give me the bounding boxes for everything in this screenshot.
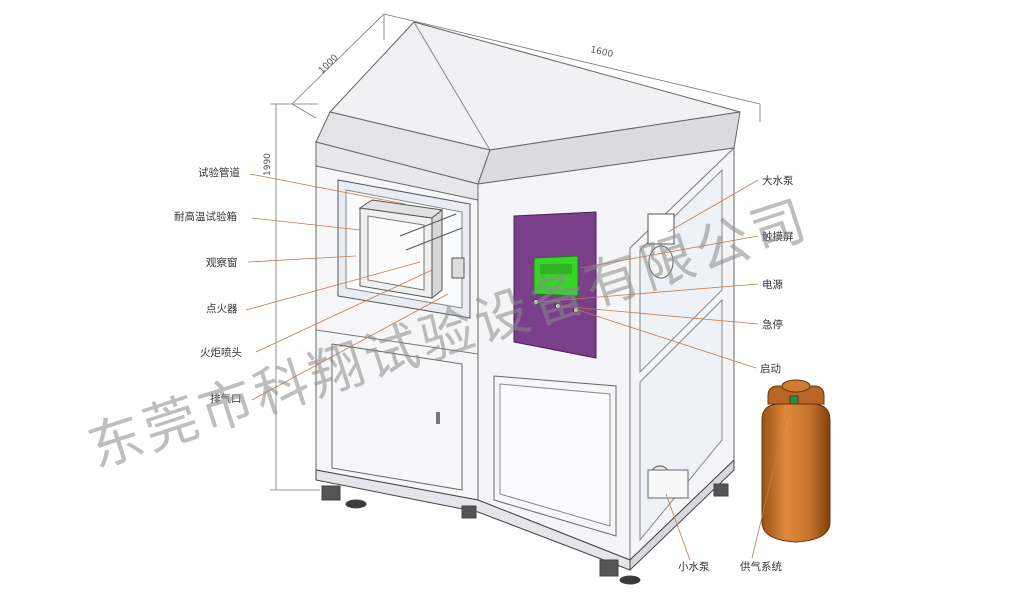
- leader-lines: [245, 173, 789, 561]
- gas-cylinder: [761, 379, 831, 543]
- label-big-pump: 大水泵: [762, 174, 794, 187]
- dim-height: 1990: [263, 153, 273, 176]
- dimension-lines: [270, 13, 761, 491]
- label-estop: 急停: [762, 318, 783, 331]
- label-heat-box: 耐高温试验箱: [174, 210, 237, 223]
- big-pump: [647, 213, 675, 245]
- callout-labels: 试验管道 耐高温试验箱 观察窗 点火器 火炬喷头 排气口 大水泵 触摸屏 电源 …: [174, 166, 794, 573]
- label-gas-system: 供气系统: [740, 560, 782, 573]
- lower-door-left: [331, 343, 463, 491]
- label-start: 启动: [760, 362, 781, 375]
- label-igniter: 点火器: [206, 303, 238, 315]
- label-small-pump: 小水泵: [678, 561, 710, 573]
- base-and-casters: [315, 458, 735, 585]
- right-cabinet: [477, 147, 735, 561]
- label-exhaust: 排气口: [210, 392, 242, 405]
- label-touchscreen: 触摸屏: [762, 230, 794, 243]
- small-pump: [647, 465, 689, 499]
- dim-width: 1600: [589, 45, 614, 60]
- left-cabinet: [315, 141, 479, 501]
- label-window: 观察窗: [206, 256, 238, 269]
- roof: [315, 21, 741, 185]
- side-glass-upper: [639, 168, 723, 374]
- dim-depth: 1000: [317, 53, 340, 76]
- label-power: 电源: [762, 278, 783, 291]
- label-nozzle: 火炬喷头: [200, 346, 242, 359]
- label-test-pipe: 试验管道: [198, 166, 240, 179]
